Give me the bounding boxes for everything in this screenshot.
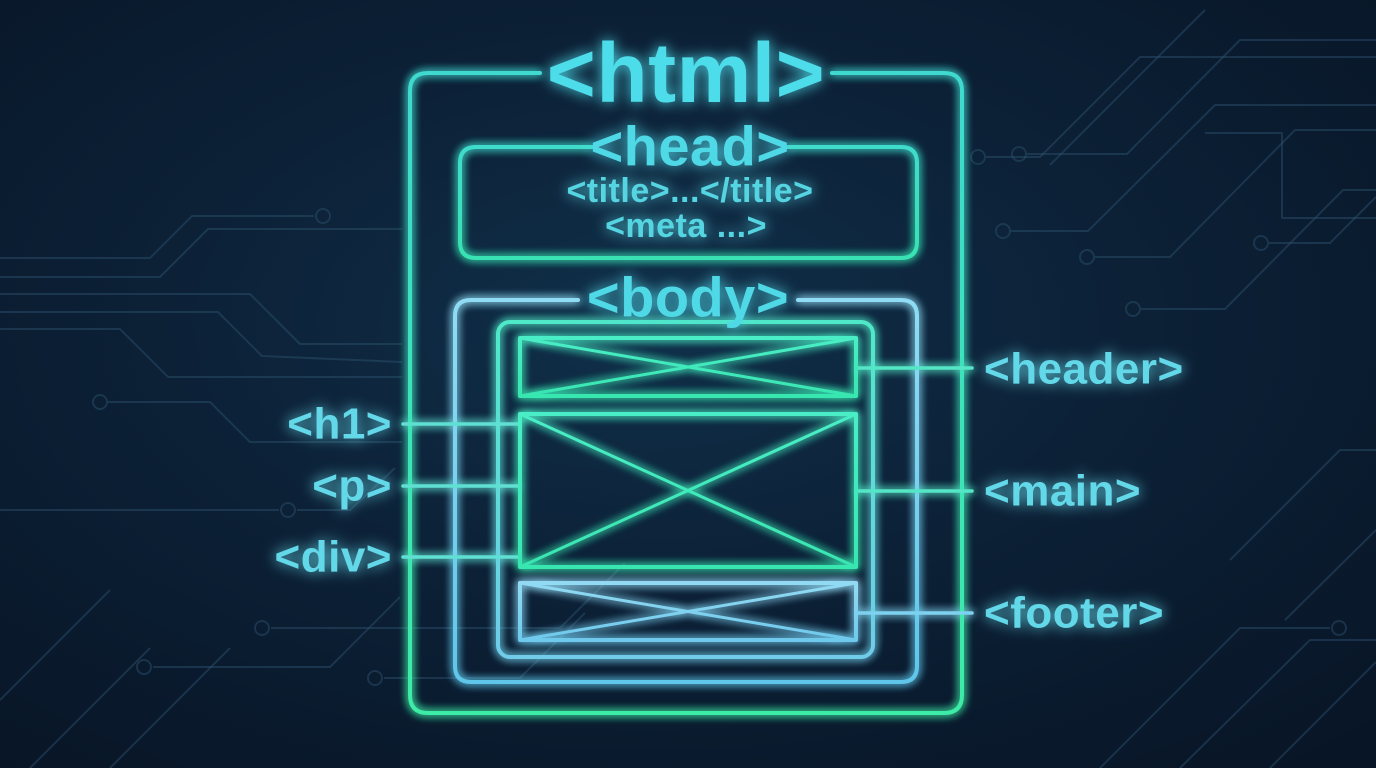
- circuit-trace: [0, 293, 402, 345]
- circuit-trace: [153, 596, 401, 668]
- circuit-trace: [0, 589, 111, 701]
- circuit-trace: [1205, 132, 1376, 219]
- diagram-boxes: [401, 71, 974, 715]
- circuit-node: [1331, 620, 1347, 636]
- html-tag-label: <html>: [547, 26, 825, 120]
- circuit-node: [315, 208, 331, 224]
- header-wireframe: [518, 336, 858, 398]
- circuit-node: [1011, 146, 1027, 162]
- head-tag-label: <head>: [590, 115, 789, 178]
- circuit-trace: [0, 311, 403, 363]
- circuit-trace: [29, 647, 151, 768]
- circuit-trace: [384, 612, 586, 679]
- header-wireframe-box: [518, 336, 858, 398]
- circuit-trace: [1284, 529, 1376, 621]
- circuit-trace: [0, 328, 402, 378]
- circuit-trace: [1229, 449, 1376, 561]
- div-tag-label: <div>: [275, 533, 392, 582]
- title-tag-text: <title>...</title>: [566, 172, 813, 210]
- main-tag-label: <main>: [984, 467, 1141, 516]
- circuit-node: [280, 502, 296, 518]
- circuit-node: [136, 659, 152, 675]
- h1-tag-label: <h1>: [287, 400, 392, 449]
- html-box: [408, 71, 964, 715]
- circuit-node: [92, 394, 108, 410]
- main-wireframe-box: [518, 412, 858, 569]
- diagram-labels: <html> <head> <title>...</title> <meta .…: [275, 26, 1184, 638]
- circuit-trace: [1095, 129, 1376, 258]
- head-box: [458, 145, 919, 260]
- circuit-trace: [1179, 639, 1376, 768]
- circuit-trace: [1049, 9, 1206, 166]
- p-tag-label: <p>: [312, 462, 392, 511]
- meta-tag-text: <meta ...>: [605, 207, 767, 245]
- main-wireframe-diagonal: [518, 412, 858, 569]
- circuit-node: [995, 223, 1011, 239]
- circuit-trace: [0, 228, 402, 278]
- footer-wireframe-box: [518, 581, 858, 642]
- circuit-node: [254, 620, 270, 636]
- circuit-trace: [1027, 39, 1376, 155]
- footer-wireframe-diagonal: [518, 581, 858, 642]
- circuit-traces: [0, 9, 1376, 768]
- circuit-trace: [297, 467, 396, 511]
- circuit-trace: [109, 647, 231, 768]
- circuit-node: [1079, 249, 1095, 265]
- main-wireframe: [518, 412, 858, 569]
- circuit-trace: [1269, 661, 1376, 768]
- circuit-trace: [1269, 196, 1376, 244]
- footer-tag-label: <footer>: [984, 589, 1164, 638]
- footer-wireframe: [518, 581, 858, 642]
- circuit-trace: [108, 401, 402, 443]
- circuit-trace: [986, 56, 1376, 158]
- header-wireframe-diagonal: [518, 336, 858, 398]
- circuit-node: [367, 670, 383, 686]
- body-box: [453, 298, 919, 684]
- circuit-trace: [1011, 104, 1376, 232]
- circuit-trace: [1099, 627, 1330, 768]
- circuit-trace: [0, 215, 314, 259]
- circuit-node: [970, 149, 986, 165]
- header-tag-label: <header>: [984, 345, 1184, 394]
- circuit-node: [1125, 301, 1141, 317]
- circuit-node: [1253, 235, 1269, 251]
- circuit-trace: [1141, 189, 1376, 310]
- body-tag-label: <body>: [587, 266, 789, 329]
